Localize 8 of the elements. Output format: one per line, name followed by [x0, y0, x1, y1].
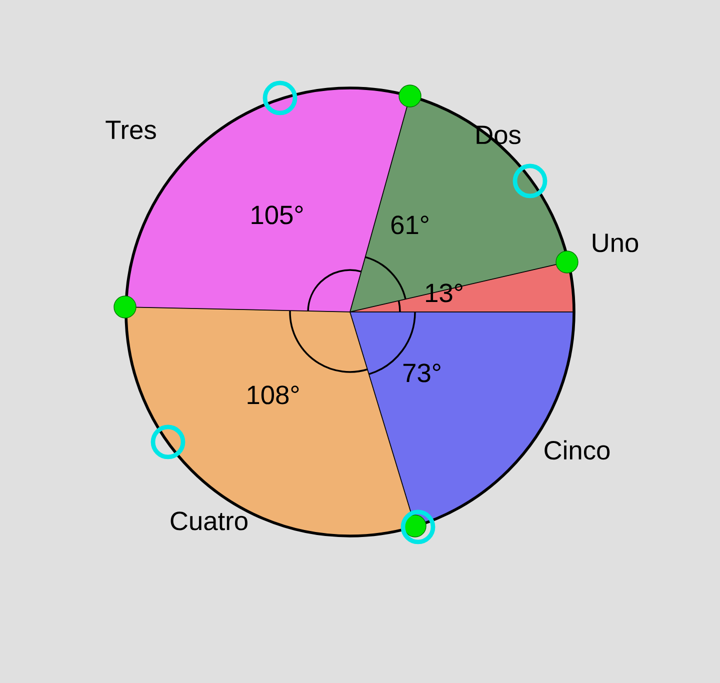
slice-label: Tres [106, 120, 156, 140]
slice-label: Cuatro [170, 512, 248, 530]
angle-label: 105° [252, 206, 303, 224]
slice-label: Uno [592, 234, 638, 252]
angle-label: 61° [391, 216, 428, 234]
angle-label: 73° [403, 364, 440, 382]
slice-label: Cinco [544, 440, 610, 460]
angle-label: 108° [248, 386, 299, 404]
